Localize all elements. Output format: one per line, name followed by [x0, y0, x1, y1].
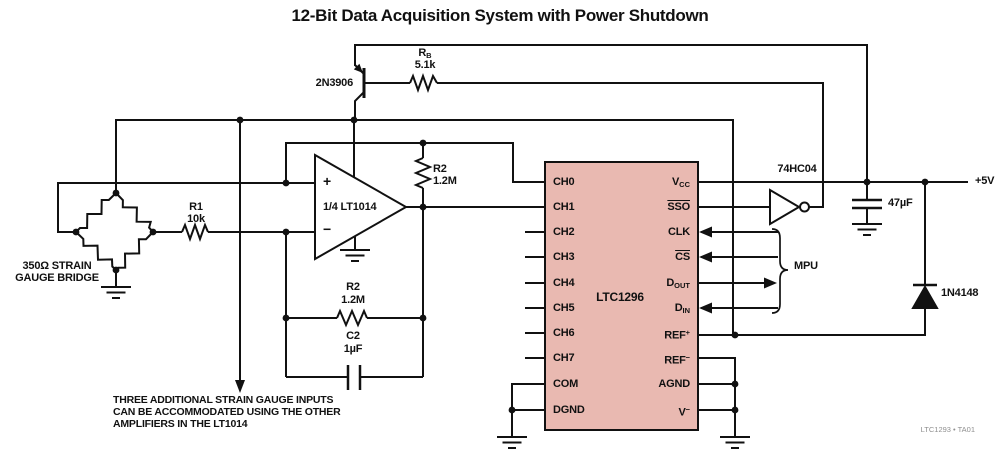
ground-symbol-ic-left	[497, 436, 527, 449]
pin-label-ch5: CH5	[553, 302, 575, 314]
label-r2-input-value: 1.2M	[433, 175, 457, 187]
mpu-brace	[771, 228, 789, 314]
pin-label-ch7: CH7	[553, 352, 575, 364]
pin-label-ch4: CH4	[553, 277, 575, 289]
note-line3: AMPLIFIERS IN THE LT1014	[113, 418, 248, 430]
capacitor-c2	[286, 365, 423, 390]
opamp-minus-input-label: −	[323, 221, 331, 237]
resistor-r2-feedback	[286, 308, 423, 328]
pin-label-din: DIN	[674, 302, 690, 315]
ground-symbol-opamp	[340, 249, 370, 262]
adc-body	[544, 161, 699, 431]
label-r1-value: 10k	[187, 213, 205, 225]
label-mpu: MPU	[794, 260, 818, 272]
diode-1n4148	[911, 283, 939, 309]
label-inverter: 74HC04	[777, 163, 817, 175]
pin-label-ch2: CH2	[553, 226, 575, 238]
label-transistor: 2N3906	[315, 77, 354, 89]
label-rb-name: RB	[418, 47, 432, 60]
pin-label-cs: CS	[675, 251, 690, 263]
figure-tag: LTC1293 • TA01	[920, 425, 975, 434]
label-adc-name: LTC1296	[596, 290, 644, 304]
capacitor-47uf	[852, 182, 882, 224]
wire-plus-input	[57, 182, 315, 233]
note-arrowhead	[235, 380, 245, 393]
wire-opamp-power	[353, 121, 356, 250]
wire-base-to-inverter	[364, 82, 824, 208]
note-line1: THREE ADDITIONAL STRAIN GAUGE INPUTS	[113, 394, 334, 406]
dout-arrowhead	[764, 277, 777, 289]
note-line2: CAN BE ACCOMMODATED USING THE OTHER	[113, 406, 341, 418]
label-r2-feedback-name: R2	[346, 281, 360, 293]
pin-label-clk: CLK	[667, 226, 690, 238]
resistor-r2-input	[413, 143, 433, 207]
label-r1-name: R1	[189, 201, 203, 213]
label-opamp: 1/4 LT1014	[323, 201, 377, 213]
pin-label-com: COM	[553, 378, 579, 390]
wire-channel-stubs	[525, 231, 545, 359]
label-cap47: 47µF	[888, 197, 913, 209]
label-diode: 1N4148	[941, 287, 979, 299]
ground-symbol-bridge	[101, 286, 131, 299]
ground-symbol-cap47	[852, 223, 882, 236]
din-arrowhead	[699, 302, 712, 314]
wire-ref-plus	[698, 308, 926, 336]
clk-arrowhead	[699, 226, 712, 238]
emitter-arrowhead	[353, 63, 363, 73]
label-c2-value: 1µF	[343, 343, 363, 355]
wire-ch0	[285, 142, 545, 183]
pin-label-vcc: VCC	[672, 176, 690, 189]
opamp-triangle	[314, 153, 409, 261]
inverter-triangle	[769, 188, 810, 226]
wire-com-dgnd	[511, 383, 545, 437]
pin-label-dgnd: DGND	[553, 404, 585, 416]
pin-label-ch1: CH1	[553, 201, 575, 213]
transistor-2n3906	[354, 64, 366, 120]
opamp-plus-input-label: +	[323, 173, 331, 189]
wire-ref-minus-agnd-vminus	[698, 357, 736, 437]
label-rb-value: 5.1k	[414, 59, 436, 71]
resistor-r1	[153, 222, 315, 242]
pin-label-ch0: CH0	[553, 176, 575, 188]
label-bridge-line2: GAUGE BRIDGE	[15, 272, 99, 284]
pin-label-dout: DOUT	[666, 277, 690, 290]
pin-label-ref-minus: REF−	[664, 353, 690, 367]
pin-label-vminus: V−	[678, 405, 690, 419]
cs-arrowhead	[699, 251, 712, 263]
pin-label-agnd: AGND	[658, 378, 690, 390]
label-r2-input-name: R2	[433, 163, 447, 175]
arrowheads	[235, 63, 777, 393]
wire-emitter-to-5v	[354, 44, 868, 182]
page-title: 12-Bit Data Acquisition System with Powe…	[291, 6, 709, 25]
pin-label-sso: SSO	[667, 201, 690, 213]
pin-label-ch6: CH6	[553, 327, 575, 339]
label-r2-feedback-value: 1.2M	[341, 294, 365, 306]
label-bridge-line1: 350Ω STRAIN	[22, 260, 92, 272]
strain-gauge-bridge	[75, 192, 154, 287]
pin-label-ref-plus: REF+	[664, 328, 690, 342]
pin-label-ch3: CH3	[553, 251, 575, 263]
wire-switched-rail	[115, 119, 734, 335]
label-supply-5v: +5V	[975, 175, 995, 187]
ground-symbol-ic-right	[720, 436, 750, 449]
resistor-rb	[409, 73, 438, 93]
label-c2-name: C2	[346, 330, 360, 342]
junction-dots	[72, 116, 929, 414]
